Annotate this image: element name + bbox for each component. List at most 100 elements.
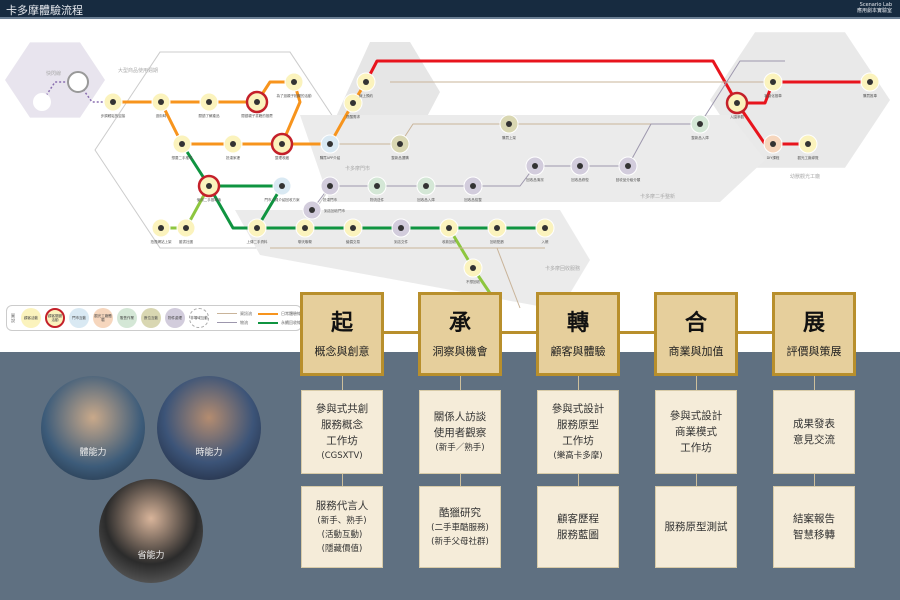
node-icon: [506, 121, 512, 127]
node-label: 步調輕鬆的迎接: [101, 113, 126, 118]
node-label: 入園參觀: [730, 114, 744, 119]
node-label: 物流送件: [370, 197, 384, 202]
node-label: 想要二手推車: [172, 155, 193, 160]
method-box: 結案報告智慧移轉: [773, 486, 855, 568]
legend-chip: 數位互動: [141, 308, 161, 328]
node-icon: [110, 99, 116, 105]
phase-card: 起 概念與創意: [300, 292, 384, 376]
node-icon: [363, 79, 369, 85]
method-box: 酷獵研究 (二手車酷服務) (新手父母社群): [419, 486, 501, 568]
method-box: 參與式設計商業模式工作坊: [655, 390, 737, 474]
node-label: 不想回收: [466, 279, 480, 284]
zone-hex: [710, 32, 890, 168]
phase-name: 顧客與體驗: [550, 345, 606, 358]
node-icon: [291, 79, 297, 85]
legend-line-label: 物流: [240, 319, 248, 325]
connector: [814, 474, 815, 486]
node-icon: [397, 141, 403, 147]
method-text: 參與式共創: [315, 403, 369, 415]
method-text: 參與式設計: [551, 403, 605, 415]
legend-chip: 顧客關鍵活動: [45, 308, 65, 328]
persona-avatar: 體能力: [41, 376, 145, 480]
method-text: 智慧移轉: [793, 529, 835, 541]
legend-chip: 非場域互動: [189, 308, 209, 328]
method-text: 關係人訪談: [433, 411, 487, 423]
persona-label: 省能力: [137, 551, 165, 561]
node-label: 門市人員介紹回收方案: [265, 197, 300, 202]
node-label: 回收點數: [490, 239, 504, 244]
method-text: 服務原型: [557, 419, 599, 431]
method-note: (二手車酷服務): [431, 523, 489, 533]
node-label: 購買上架: [502, 135, 516, 140]
connector: [460, 376, 461, 390]
method-text: 參與式設計: [669, 410, 723, 422]
node-icon: [805, 141, 811, 147]
node-label: 觀光工廠導覽: [798, 155, 819, 160]
method-text: 工作坊: [562, 435, 594, 447]
node-icon: [206, 99, 212, 105]
node-icon: [532, 163, 538, 169]
node-icon: [770, 79, 776, 85]
method-text: 結案報告: [793, 513, 835, 525]
method-box: 成果發表意見交流: [773, 390, 855, 474]
node-label: 客製化推車: [764, 93, 782, 98]
node-label: 回收品檢整: [464, 197, 482, 202]
method-note: (樂高卡多摩): [553, 451, 603, 461]
phase-connector: [738, 331, 774, 334]
connector: [814, 376, 815, 390]
node-label: 閱讀了解產品: [199, 113, 220, 118]
phase-char: 轉: [566, 310, 589, 336]
zone-label: 卡多摩二手整新: [640, 193, 675, 200]
node-label: 使用二手推車後: [197, 197, 222, 202]
node-label: 整新品選購: [391, 155, 409, 160]
node-icon: [279, 183, 285, 189]
method-text: 服務原型測試: [664, 521, 728, 533]
zone-label: 卡多摩回收服務: [545, 265, 580, 272]
phase-connector: [384, 331, 420, 334]
node-label: 入帳: [542, 239, 550, 244]
method-text: 工作坊: [680, 442, 712, 454]
page-title: 卡多摩體驗流程: [6, 4, 83, 17]
legend: 圖說 顧客活動 顧客關鍵活動 門市互動 觀光工廠體驗 販售作業 數位互動 物件處…: [6, 305, 302, 331]
method-box: 服務代言人(新手、熟手)(活動互動)(隱藏價值): [301, 486, 383, 568]
node-icon: [470, 265, 476, 271]
node-icon: [697, 121, 703, 127]
persona-avatar: 時能力: [157, 376, 261, 480]
node-icon: [470, 183, 476, 189]
line-info: [496, 247, 521, 309]
node-label: 聊天聯繫: [298, 239, 312, 244]
method-box: 服務原型測試: [655, 486, 737, 568]
zone-hex: [5, 42, 105, 118]
phase-card: 轉 顧客與體驗: [536, 292, 620, 376]
zone-label: 幼獸觀光工廠: [790, 173, 820, 180]
node-label: 回收品分級分類: [616, 177, 641, 182]
node-label: 整新品入庫: [691, 135, 709, 140]
legend-line-label: 資訊流: [240, 310, 252, 316]
method-note: (CGSXTV): [321, 451, 363, 461]
node-icon: [230, 141, 236, 147]
connector: [578, 376, 579, 390]
node-label: 購買APP介紹: [320, 155, 341, 160]
persona-avatar: 省能力: [99, 479, 203, 583]
method-text: 商業模式: [675, 426, 717, 438]
phase-name: 評價與策展: [786, 345, 842, 358]
node-icon: [577, 163, 583, 169]
phase-char: 起: [330, 310, 353, 336]
node-label: 回收品清潔: [526, 177, 544, 182]
legend-chip: 觀光工廠體驗: [93, 308, 113, 328]
legend-title: 圖說: [11, 313, 15, 323]
node-label: 閱讀親子書籍的推薦: [241, 113, 273, 118]
method-text: 酷獵研究: [439, 507, 481, 519]
node-icon: [625, 163, 631, 169]
method-text: 顧客歷程: [557, 513, 599, 525]
node-label: 抵達門市: [323, 197, 337, 202]
connector: [696, 474, 697, 486]
node-label: 到店回收門市: [324, 208, 345, 213]
flash-node: [33, 93, 51, 111]
method-note: (新手父母社群): [431, 537, 489, 547]
phase-name: 商業與加值: [668, 345, 724, 358]
phase-char: 承: [448, 310, 471, 336]
node-icon: [158, 225, 164, 231]
